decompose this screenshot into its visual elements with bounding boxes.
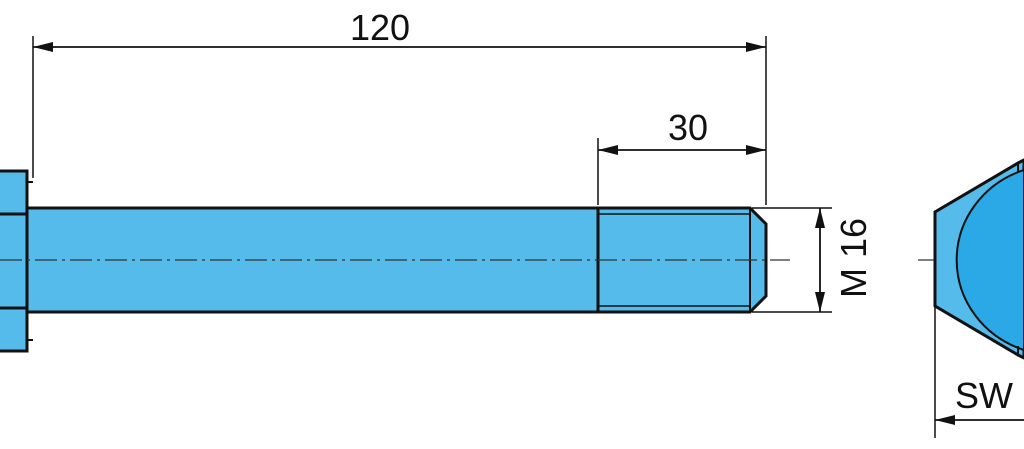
bolt-head-end-view: SW xyxy=(918,158,1024,438)
dimension-label-thread-diameter: M 16 xyxy=(833,218,874,298)
dimension-overall-length: 120 xyxy=(32,7,767,205)
dimension-label-thread-length: 30 xyxy=(668,107,708,148)
dimension-label-overall-length: 120 xyxy=(350,7,410,48)
dimension-label-wrench-size: SW xyxy=(955,375,1013,416)
dimension-thread-diameter: M 16 xyxy=(752,207,874,313)
dimension-thread-length: 30 xyxy=(597,107,766,205)
